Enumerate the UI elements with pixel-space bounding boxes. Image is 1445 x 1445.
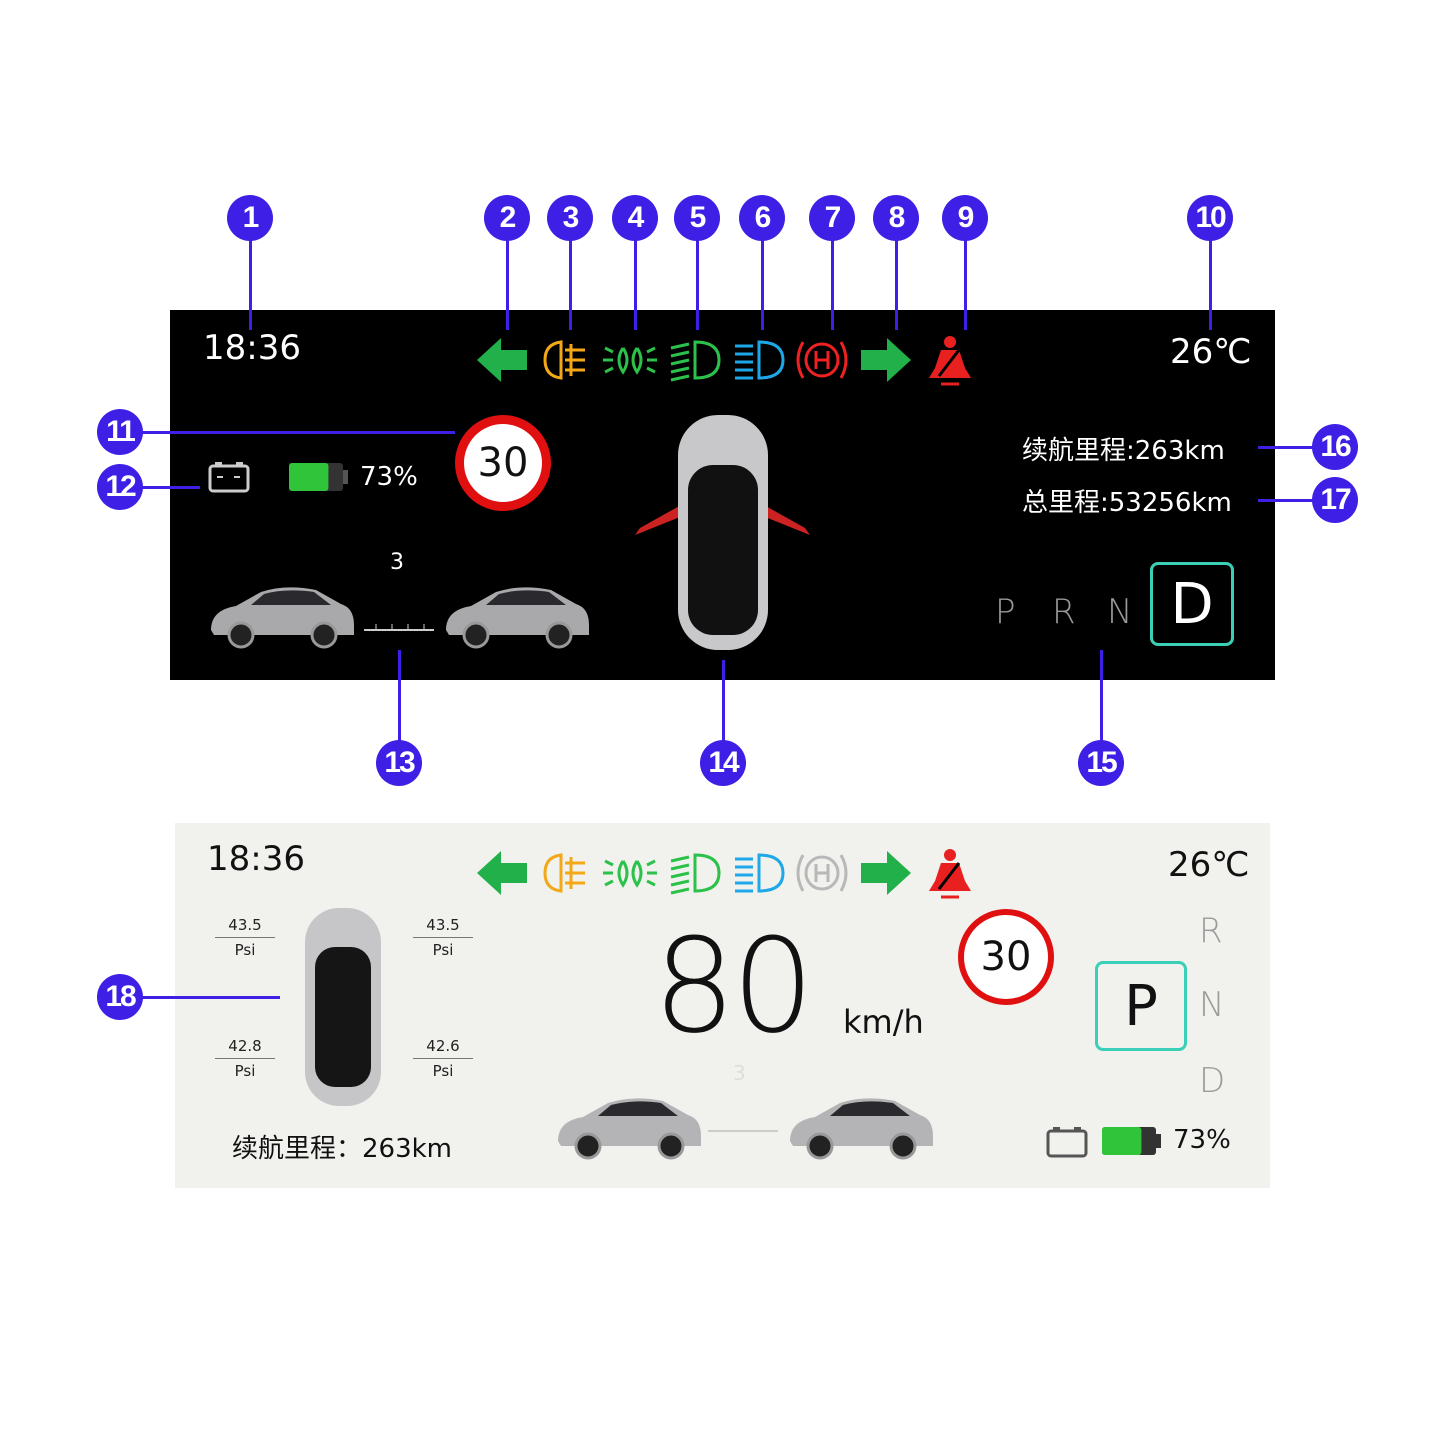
gear-n: N bbox=[1199, 985, 1225, 1025]
callout-leader-line bbox=[634, 218, 637, 330]
callout-leader-line bbox=[696, 218, 699, 330]
callout-leader-line bbox=[120, 486, 200, 489]
high-beam-icon bbox=[735, 340, 785, 380]
seatbelt-warning-icon bbox=[929, 336, 971, 386]
range-remaining: 续航里程:263km bbox=[1022, 436, 1225, 466]
callout-3: 3 bbox=[547, 195, 593, 241]
callout-18: 18 bbox=[97, 974, 143, 1020]
callout-11: 11 bbox=[97, 409, 143, 455]
parking-brake-icon bbox=[796, 854, 848, 892]
gear-p: P bbox=[995, 592, 1016, 632]
indicator-row bbox=[473, 334, 979, 386]
callout-leader-line bbox=[1258, 499, 1335, 502]
battery-level-icon bbox=[289, 463, 348, 491]
callout-leader-line bbox=[761, 218, 764, 330]
indicator-row bbox=[473, 847, 979, 899]
battery-percent: 73% bbox=[1173, 1125, 1231, 1155]
temperature: 26℃ bbox=[1170, 332, 1252, 372]
callout-6: 6 bbox=[739, 195, 785, 241]
battery-level-icon bbox=[1102, 1127, 1161, 1155]
callout-leader-line bbox=[120, 996, 280, 999]
callout-5: 5 bbox=[674, 195, 720, 241]
range-remaining: 续航里程：263km bbox=[232, 1134, 453, 1164]
gear-n: N bbox=[1107, 592, 1133, 632]
gear-r: R bbox=[1052, 592, 1076, 632]
speed-limit-sign: 30 bbox=[455, 415, 551, 511]
callout-16: 16 bbox=[1312, 424, 1358, 470]
callout-7: 7 bbox=[809, 195, 855, 241]
callout-4: 4 bbox=[612, 195, 658, 241]
turn-left-arrow-icon bbox=[477, 338, 527, 382]
odometer: 总里程:53256km bbox=[1022, 488, 1232, 518]
high-beam-icon bbox=[735, 853, 785, 893]
callout-leader-line bbox=[1258, 446, 1335, 449]
own-car-side-icon bbox=[211, 587, 354, 649]
battery-percent: 73% bbox=[360, 462, 418, 492]
distance-gap-ruler bbox=[364, 624, 434, 631]
callout-leader-line bbox=[120, 431, 455, 434]
callout-15: 15 bbox=[1078, 740, 1124, 786]
speed-readout: 80 bbox=[653, 910, 814, 1062]
own-car-side-icon bbox=[558, 1098, 701, 1160]
callout-leader-line bbox=[722, 660, 725, 763]
gear-r: R bbox=[1199, 911, 1223, 951]
turn-right-arrow-icon bbox=[861, 851, 911, 895]
adaptive-cruise-cars bbox=[558, 1098, 933, 1160]
callout-12: 12 bbox=[97, 464, 143, 510]
clock: 18:36 bbox=[207, 839, 305, 879]
speed-limit-sign: 30 bbox=[958, 909, 1054, 1005]
speed-limit-value: 30 bbox=[477, 440, 529, 486]
clock: 18:36 bbox=[203, 328, 301, 368]
callout-8: 8 bbox=[873, 195, 919, 241]
lead-car-side-icon bbox=[446, 587, 589, 649]
seatbelt-warning-icon bbox=[929, 849, 971, 899]
callout-9: 9 bbox=[942, 195, 988, 241]
temperature: 26℃ bbox=[1168, 845, 1250, 885]
callout-leader-line bbox=[964, 218, 967, 330]
following-distance-level: 3 bbox=[733, 1061, 746, 1085]
turn-right-arrow-icon bbox=[861, 338, 911, 382]
car-top-view-tires bbox=[305, 908, 381, 1106]
gear-d: D bbox=[1199, 1061, 1226, 1101]
callout-leader-line bbox=[1100, 650, 1103, 763]
callout-leader-line bbox=[249, 218, 252, 330]
callout-leader-line bbox=[569, 218, 572, 330]
rear-fog-light-icon bbox=[543, 340, 585, 380]
callout-leader-line bbox=[895, 218, 898, 330]
speed-unit: km/h bbox=[843, 1003, 924, 1041]
callout-leader-line bbox=[831, 218, 834, 330]
low-beam-icon bbox=[670, 853, 721, 895]
rear-fog-light-icon bbox=[543, 853, 585, 893]
following-distance-level: 3 bbox=[390, 550, 404, 575]
dark-theme-dashboard: 18:36 26℃ 30 73% 3 续航里程:263km 总里程:53256k… bbox=[170, 310, 1275, 680]
12v-battery-icon bbox=[1046, 1127, 1088, 1158]
callout-13: 13 bbox=[376, 740, 422, 786]
speed-limit-value: 30 bbox=[980, 934, 1032, 980]
callout-leader-line bbox=[1209, 218, 1212, 330]
callout-leader-line bbox=[398, 650, 401, 763]
car-top-view-doors bbox=[635, 415, 810, 650]
turn-left-arrow-icon bbox=[477, 851, 527, 895]
12v-battery-icon bbox=[208, 462, 250, 493]
parking-brake-icon bbox=[796, 341, 848, 379]
callout-1: 1 bbox=[227, 195, 273, 241]
callout-14: 14 bbox=[700, 740, 746, 786]
lead-car-side-icon bbox=[790, 1098, 933, 1160]
low-beam-icon bbox=[670, 340, 721, 382]
callout-17: 17 bbox=[1312, 477, 1358, 523]
callout-10: 10 bbox=[1187, 195, 1233, 241]
position-light-icon bbox=[603, 346, 657, 375]
callout-2: 2 bbox=[484, 195, 530, 241]
selected-gear: D bbox=[1150, 562, 1234, 646]
callout-leader-line bbox=[506, 218, 509, 330]
adaptive-cruise-cars bbox=[211, 587, 589, 649]
selected-gear: P bbox=[1095, 961, 1187, 1051]
position-light-icon bbox=[603, 859, 657, 888]
